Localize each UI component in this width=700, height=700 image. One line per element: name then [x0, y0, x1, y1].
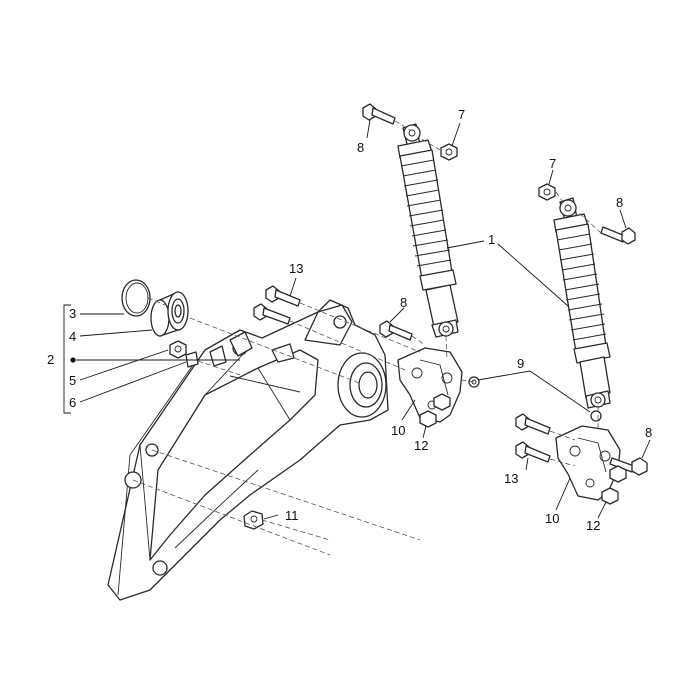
shock-absorber-right: [553, 197, 611, 409]
callout-11: 11: [285, 508, 299, 523]
callout-9: 9: [517, 356, 524, 371]
callout-12-left: 12: [414, 438, 428, 453]
bolt-8-mid: [379, 320, 413, 341]
nut-7-left: [440, 143, 458, 161]
callout-labels: 1 2 3 4 5 6 7 7 8 8 8 8 9 10 10 11 12 12…: [47, 107, 652, 533]
callout-8-top-left: 8: [357, 140, 364, 155]
washer-6: [185, 351, 199, 368]
nut-7-right: [538, 183, 556, 201]
nut-11: [243, 510, 264, 530]
swing-arm: [107, 299, 389, 601]
bolt-8-right-lower: [609, 457, 648, 476]
bearing: [150, 291, 189, 337]
callout-8-top-right: 8: [616, 195, 623, 210]
circlip: [121, 279, 151, 317]
nut-12-left: [419, 393, 451, 428]
callout-8-right-lower: 8: [645, 425, 652, 440]
callout-13-right: 13: [504, 471, 518, 486]
leader-lines: [63, 119, 651, 520]
callout-3: 3: [69, 306, 76, 321]
bolt-13-right-lower: [515, 441, 551, 463]
callout-8-mid: 8: [400, 295, 407, 310]
callout-13-upper: 13: [289, 261, 303, 276]
callout-5: 5: [69, 373, 76, 388]
bolt-8-top-left: [362, 103, 396, 125]
bolt-13-upper: [265, 285, 301, 307]
washer-9-right: [590, 410, 602, 422]
assembly-lines: [132, 120, 602, 556]
callout-1: 1: [488, 232, 495, 247]
shock-absorber-left: [397, 123, 459, 338]
callout-6: 6: [69, 395, 76, 410]
bolt-13-lower: [253, 303, 291, 325]
callout-4: 4: [69, 329, 76, 344]
bracket-right: [555, 425, 621, 501]
callout-2: 2: [47, 352, 54, 367]
callout-10-right: 10: [545, 511, 559, 526]
nut-12-right: [601, 465, 627, 505]
callout-12-right: 12: [586, 518, 600, 533]
nut-5: [169, 340, 187, 359]
bolt-8-top-right: [600, 226, 636, 245]
callout-7-right: 7: [549, 156, 556, 171]
group-bullet: [70, 357, 76, 363]
callout-10-left: 10: [391, 423, 405, 438]
callout-7-left: 7: [458, 107, 465, 122]
bolt-13-right-upper: [515, 413, 551, 435]
